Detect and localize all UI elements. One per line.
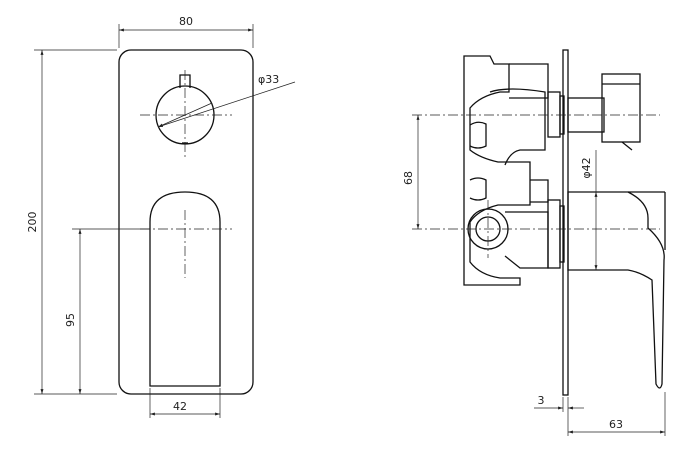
knob-diameter-dimension: φ33 (258, 73, 279, 86)
lever-handle (149, 191, 221, 387)
center-height-dimension: 95 (64, 313, 77, 327)
cover-plate (118, 49, 254, 395)
mixer-body (463, 55, 531, 286)
outlet-spacing-dimension: 68 (402, 171, 415, 185)
height-dimension: 200 (26, 212, 39, 233)
lever-handle-side (567, 191, 665, 389)
diverter-knob (140, 70, 232, 158)
front-view: 80 200 95 42 φ33 (26, 15, 296, 418)
body-diameter-dimension: φ42 (580, 157, 593, 178)
plate-thickness-dimension: 3 (538, 394, 545, 407)
diverter-knob-side (601, 73, 641, 143)
projection-dimension: 63 (609, 418, 623, 431)
side-view: 68 φ42 3 63 (402, 49, 666, 436)
handle-width-dimension: 42 (173, 400, 187, 413)
width-dimension: 80 (179, 15, 193, 28)
